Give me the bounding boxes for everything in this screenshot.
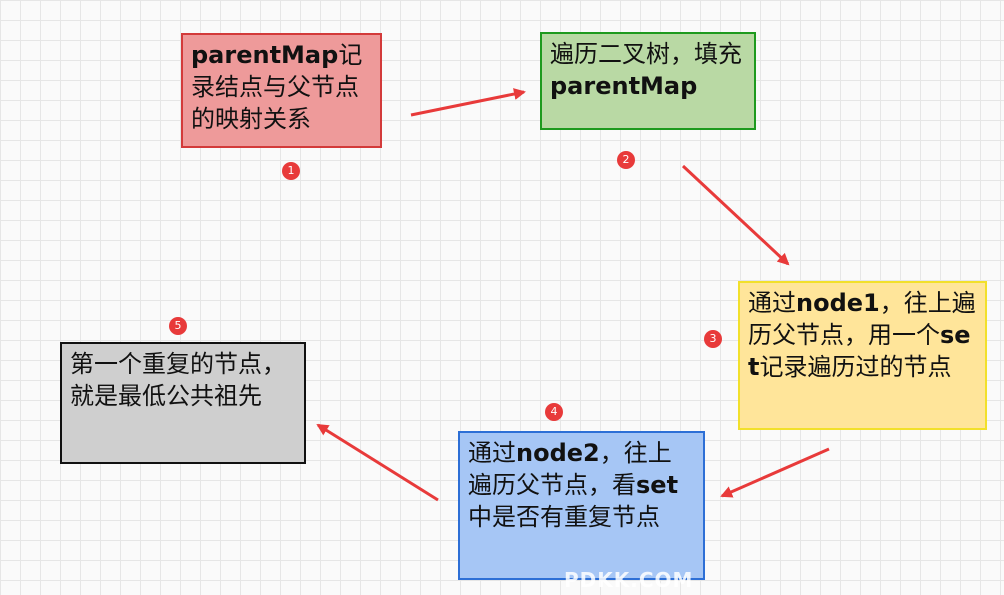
arrow-2-to-3 <box>681 164 790 266</box>
step-3-bold: node1 <box>796 289 880 317</box>
step-4-bold: node2 <box>516 439 600 467</box>
step-5-box: 第一个重复的节点，就是最低公共祖先 <box>60 342 306 464</box>
step-1-text: 记录结点与父节点的映射关系 <box>191 41 363 133</box>
step-3-text-mid: ，往上遍历父节点，用一个 <box>748 289 976 349</box>
step-2-box: 遍历二叉树，填充 parentMap <box>540 32 756 130</box>
step-4-text-mid: ，往上遍历父节点，看 <box>468 439 672 499</box>
step-3-bold-set: set <box>748 321 971 381</box>
step-5-text: 第一个重复的节点，就是最低公共祖先 <box>70 350 286 410</box>
step-3-box: 通过node1，往上遍历父节点，用一个set记录遍历过的节点 <box>738 281 987 430</box>
step-4-bold-set: set <box>636 471 679 499</box>
step-2-bold: parentMap <box>550 72 698 100</box>
arrow-4-to-5 <box>316 423 439 502</box>
arrow-3-to-4 <box>720 447 830 498</box>
step-5-badge: 5 <box>169 317 187 335</box>
step-3-text-pre: 通过 <box>748 289 796 317</box>
step-4-badge: 4 <box>545 403 563 421</box>
arrow-1-to-2 <box>410 88 526 117</box>
step-4-box: 通过node2，往上遍历父节点，看set 中是否有重复节点 <box>458 431 705 580</box>
watermark: PDKK.COM <box>564 568 694 592</box>
step-4-text-post: 中是否有重复节点 <box>468 503 660 531</box>
step-3-text-post: 记录遍历过的节点 <box>759 353 952 381</box>
step-1-badge: 1 <box>282 162 300 180</box>
step-2-text: 遍历二叉树，填充 <box>550 40 742 68</box>
step-4-text-pre: 通过 <box>468 439 516 467</box>
step-2-badge: 2 <box>617 151 635 169</box>
step-1-box: parentMap记录结点与父节点的映射关系 <box>181 33 382 148</box>
step-1-bold: parentMap <box>191 41 339 69</box>
step-3-badge: 3 <box>704 330 722 348</box>
